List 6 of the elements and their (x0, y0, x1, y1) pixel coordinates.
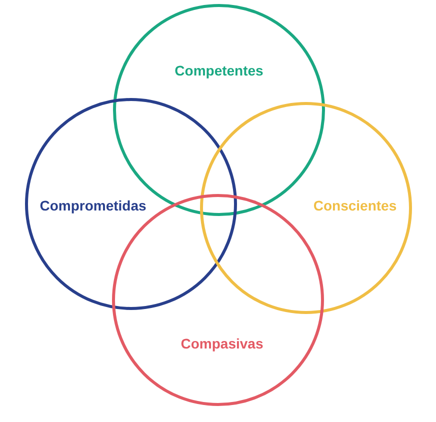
circle-label: Conscientes (313, 198, 397, 214)
venn-circle (25, 98, 237, 310)
circle-label: Comprometidas (40, 198, 146, 214)
venn-circle (200, 102, 412, 314)
circle-label: Competentes (174, 63, 264, 79)
circle-label: Compasivas (180, 336, 264, 352)
